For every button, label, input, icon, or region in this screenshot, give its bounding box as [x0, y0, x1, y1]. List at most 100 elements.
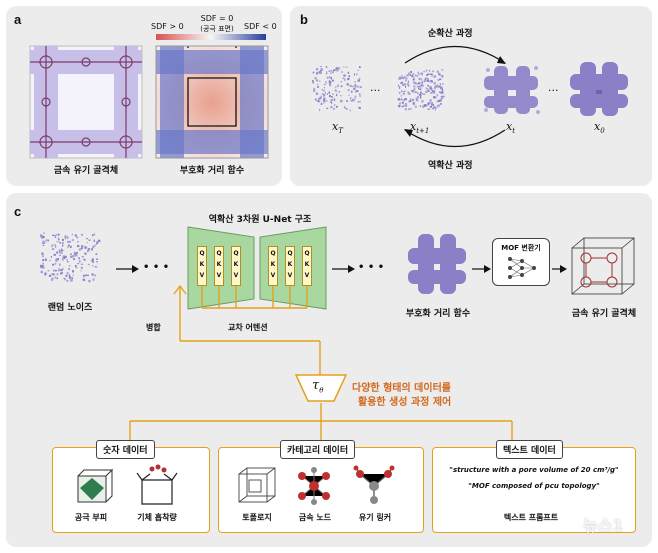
noise-dot: [51, 277, 54, 280]
noise-dot: [96, 241, 99, 244]
noise-dot: [411, 75, 413, 78]
noise-dot: [54, 276, 56, 279]
noise-dot: [420, 91, 422, 94]
noise-dot: [358, 106, 361, 109]
noise-dot: [346, 108, 348, 110]
noise-dot: [54, 269, 57, 272]
noise-dot: [403, 90, 406, 92]
text-prompt-quote-2: "MOF composed of pcu topology": [468, 482, 600, 490]
noise-dot: [313, 89, 316, 92]
noise-dot: [430, 80, 433, 82]
noise-dot: [93, 239, 95, 242]
noise-dot: [68, 244, 70, 247]
noise-dot: [423, 93, 426, 95]
noise-dot: [51, 273, 53, 275]
noise-dot: [422, 105, 425, 108]
noise-dot: [317, 83, 319, 86]
noise-dot: [356, 73, 358, 76]
noise-dot: [72, 274, 74, 276]
gas-uptake-caption: 기체 흡착량: [137, 513, 177, 522]
noise-dot: [434, 108, 436, 111]
noise-dot: [82, 278, 86, 281]
noise-dot: [440, 88, 443, 90]
noise-dot: [404, 98, 407, 101]
noise-xT-image: [312, 66, 362, 112]
noise-dot: [318, 97, 321, 101]
noise-dot: [442, 95, 445, 98]
noise-dot: [64, 236, 67, 240]
noise-dot: [427, 90, 430, 92]
noise-dot: [68, 240, 71, 243]
noise-dot: [57, 238, 60, 241]
noise-dot: [51, 245, 53, 247]
reverse-arrow: [404, 129, 506, 148]
mof-cube-image: [571, 237, 635, 295]
noise-dot: [421, 100, 424, 103]
noise-dot: [84, 253, 87, 255]
noise-dot: [405, 103, 407, 105]
qkv-letter: Q: [199, 250, 205, 257]
noise-dot: [357, 69, 359, 71]
noise-dot: [432, 107, 434, 110]
text-data-box: [432, 447, 636, 533]
noise-dot: [47, 270, 50, 272]
noise-dot: [432, 70, 434, 73]
noise-dot: [398, 105, 401, 108]
noise-dot: [431, 74, 433, 78]
noise-dot: [73, 251, 75, 254]
noise-dot: [54, 234, 56, 237]
noise-dot: [326, 93, 328, 95]
noise-dot: [426, 79, 429, 82]
noise-dot: [75, 253, 78, 255]
noise-dot: [417, 75, 419, 77]
noise-dot: [57, 269, 61, 272]
noise-dot: [325, 92, 326, 94]
noise-dot: [52, 234, 55, 236]
noise-dot: [433, 82, 436, 85]
noise-dot: [61, 249, 64, 252]
noise-dot: [64, 255, 67, 258]
noise-caption: 랜덤 노이즈: [47, 303, 93, 313]
noise-dot: [401, 102, 403, 104]
noise-dot: [347, 71, 350, 74]
qkv-letter: Q: [270, 250, 276, 257]
noise-dot: [429, 80, 431, 83]
noise-dot: [59, 251, 61, 254]
noise-dot: [76, 266, 78, 269]
noise-dot: [354, 73, 355, 76]
noise-dot: [91, 258, 94, 261]
noise-dot: [329, 95, 331, 98]
noise-dot: [429, 86, 432, 88]
noise-dot: [53, 269, 55, 272]
noise-dot: [343, 74, 346, 77]
noise-dot: [402, 84, 405, 86]
noise-dot: [51, 244, 54, 246]
noise-dot: [405, 77, 408, 80]
noise-dot: [325, 81, 327, 84]
noise-dot: [427, 78, 429, 81]
noise-dot: [340, 85, 343, 88]
noise-dot: [71, 277, 73, 280]
noise-dot: [399, 86, 401, 89]
sdf-zero-sub-label: (공극 표면): [200, 25, 234, 33]
noise-dot: [340, 81, 343, 83]
noise-dot: [412, 102, 415, 105]
noise-dot: [348, 75, 350, 78]
noise-dot: [359, 66, 361, 68]
noise-dot: [345, 66, 348, 68]
noise-dot: [49, 259, 51, 261]
forward-arrow: [404, 45, 506, 64]
mof-caption: 금속 유기 골격체: [53, 166, 119, 176]
noise-dot: [319, 71, 322, 74]
noise-dot: [94, 266, 98, 268]
noise-dot: [437, 104, 440, 107]
qkv-letter: Q: [233, 250, 239, 257]
noise-dot: [91, 248, 93, 250]
noise-dot: [335, 105, 338, 108]
noise-dot: [77, 245, 80, 248]
noise-dot: [319, 66, 322, 68]
description-line1: 다양한 형태의 데이터를: [352, 383, 451, 394]
noise-dot: [436, 94, 438, 97]
noise-dot: [423, 104, 426, 106]
noise-dot: [58, 249, 61, 252]
